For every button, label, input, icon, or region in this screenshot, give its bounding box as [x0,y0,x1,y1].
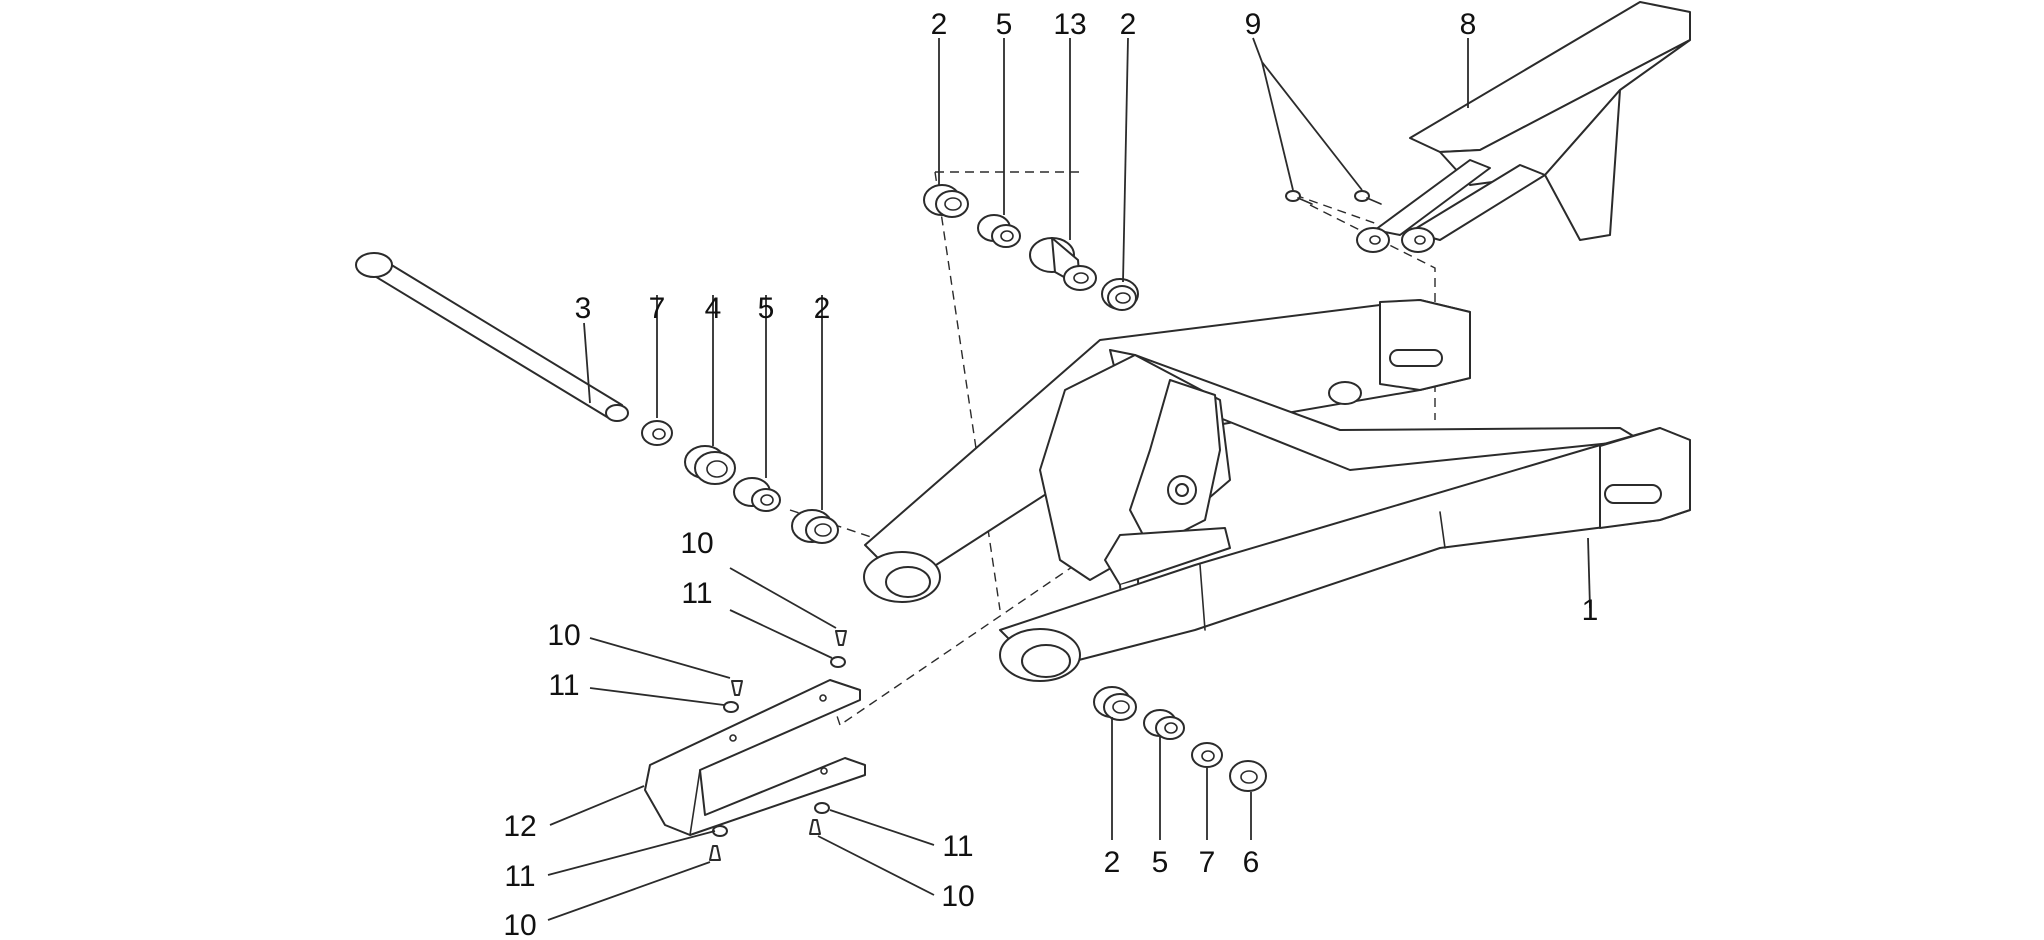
bushing-upper-right [1101,278,1139,311]
callout-12: 12 [503,810,536,843]
leader-lines [547,37,1591,921]
callout-13: 13 [1053,8,1086,41]
callout-7-left: 7 [649,292,666,325]
callout-9: 9 [1245,8,1262,41]
callout-11-lower-right: 11 [942,830,973,863]
pivot-spindle [355,252,629,422]
bushing-lower [1093,686,1137,721]
callout-10-lower-right: 10 [941,880,974,913]
washer-left [641,420,673,446]
callout-1: 1 [1582,594,1599,627]
spacer-left [733,477,781,512]
callout-5-upper: 5 [996,8,1013,41]
callout-2-upper-left: 2 [931,8,948,41]
chain-slider [644,679,866,836]
bushing-left [791,509,839,544]
slider-fasteners [709,630,847,861]
callout-5-left: 5 [758,292,775,325]
callout-labels: 3 7 4 5 2 2 5 13 2 9 8 1 10 11 10 11 12 … [503,8,1598,940]
callout-11-upper-left: 11 [548,669,579,702]
chain-guard-screws [1285,190,1382,205]
nut-lower [1229,760,1267,792]
spacer-upper [977,214,1021,248]
callout-11-lower-left: 11 [504,860,535,893]
bushing-upper-left [923,184,969,218]
bearing-upper [1029,237,1097,291]
callout-10-upper-left: 10 [547,619,580,652]
callout-2-lower: 2 [1104,846,1121,879]
callout-4: 4 [705,292,722,325]
chain-guard [1356,1,1691,253]
callout-8: 8 [1460,8,1477,41]
callout-11-upper-right: 11 [681,577,712,610]
bearing-left [684,445,736,485]
washer-lower [1191,742,1223,768]
callout-10-lower-left: 10 [503,909,536,940]
callout-6: 6 [1243,846,1260,879]
callout-7-lower: 7 [1199,846,1216,879]
callout-5-lower: 5 [1152,846,1169,879]
callout-3: 3 [575,292,592,325]
callout-10-upper-right: 10 [680,527,713,560]
callout-2-left: 2 [814,292,831,325]
callout-2-upper-right: 2 [1120,8,1137,41]
spacer-lower [1143,709,1185,740]
swingarm [863,299,1691,682]
